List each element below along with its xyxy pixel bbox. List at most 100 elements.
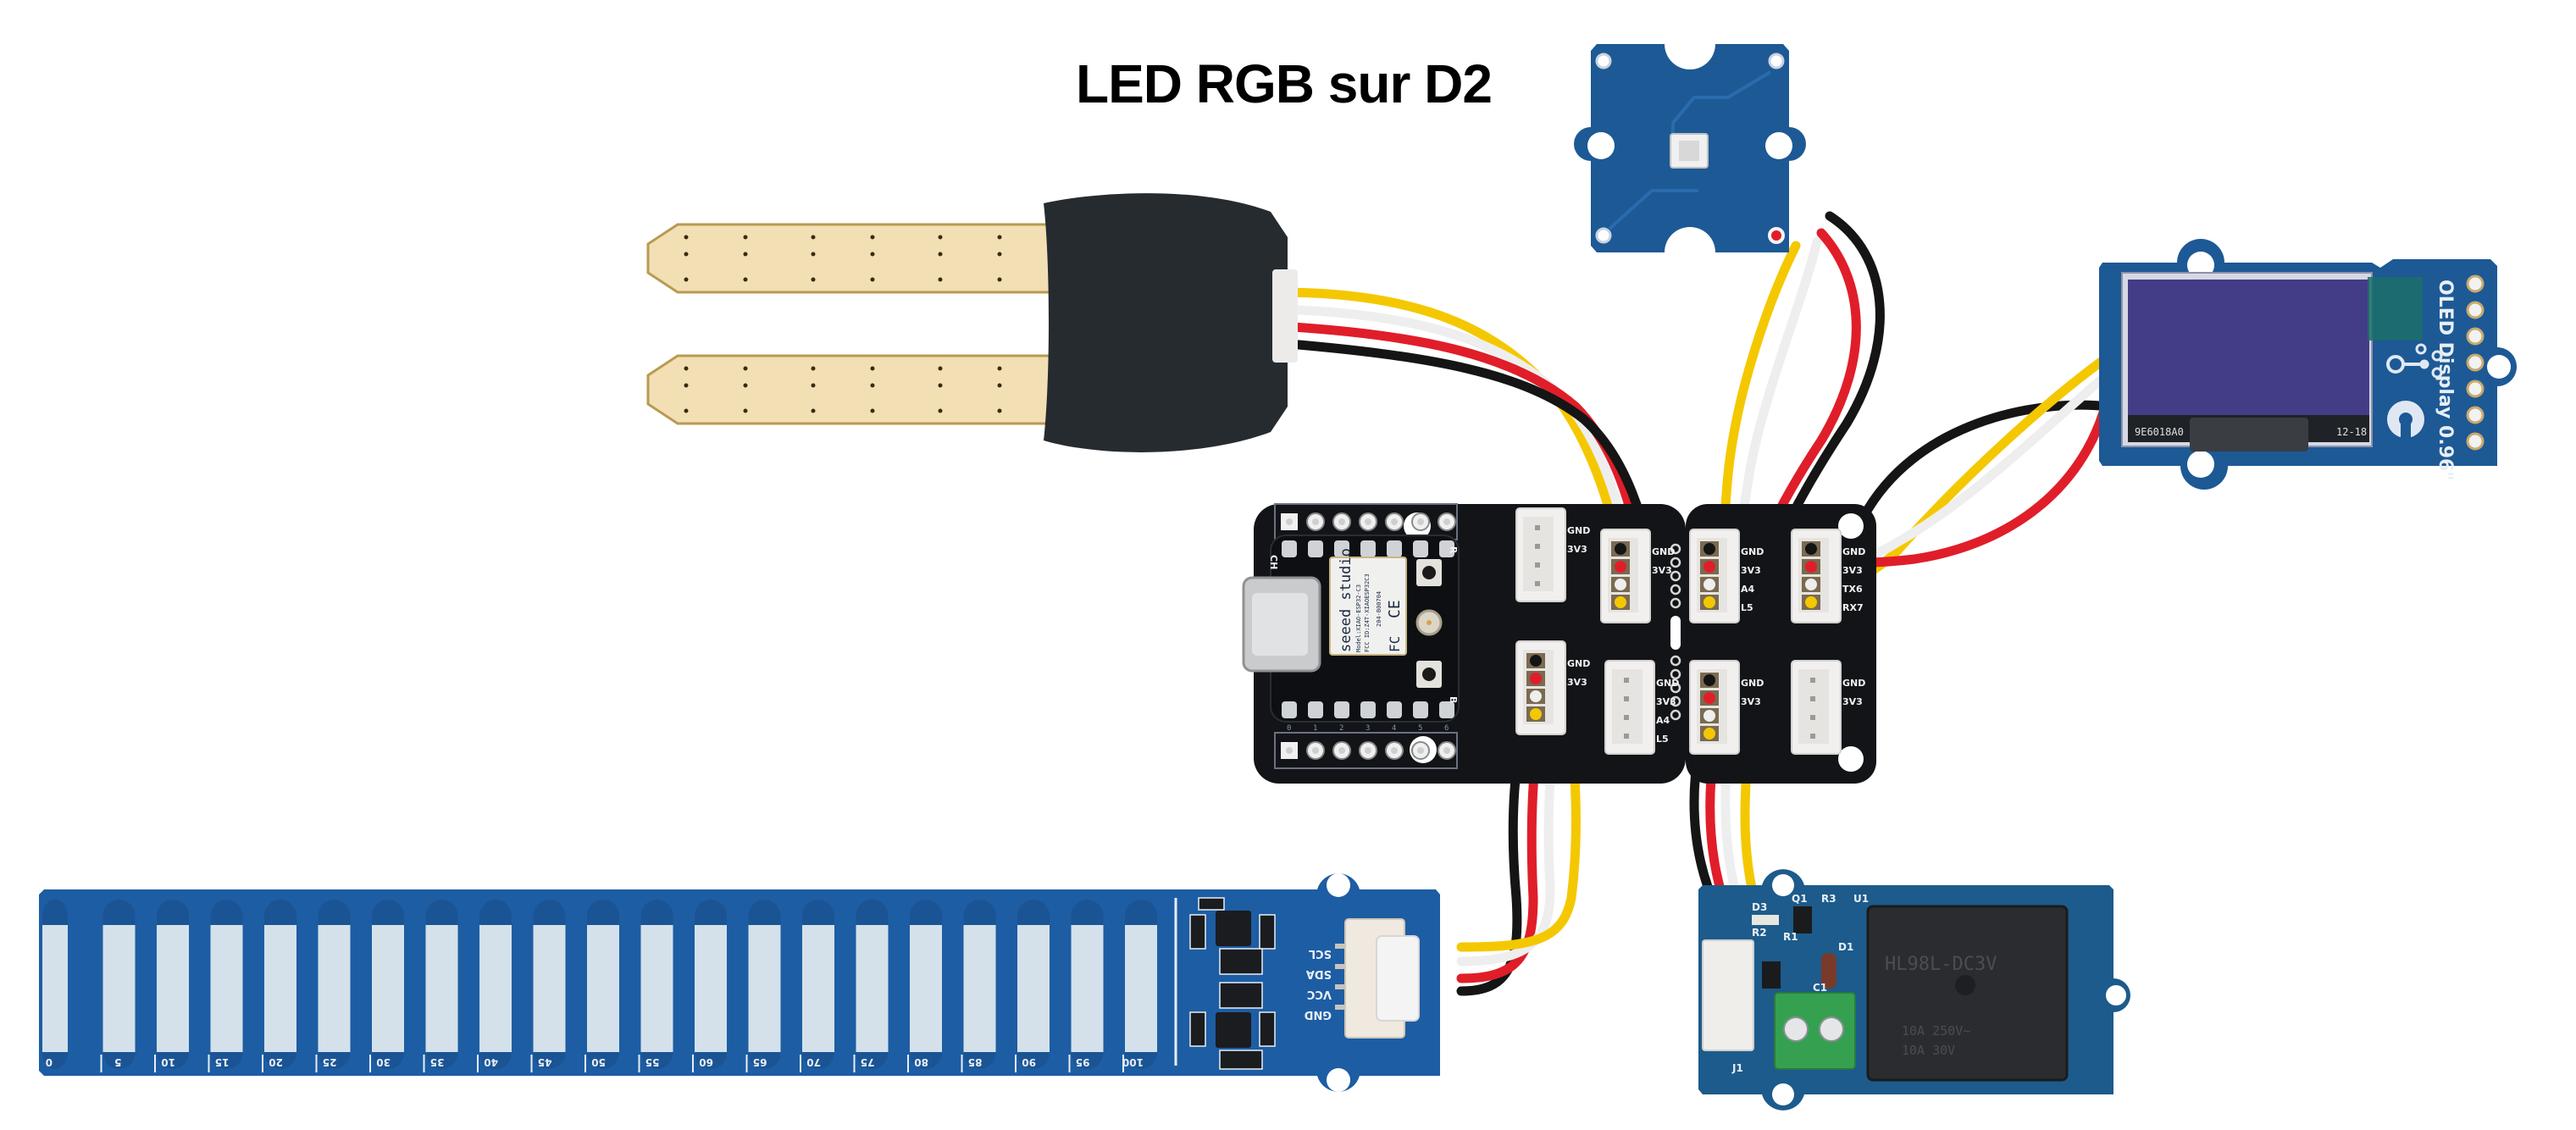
scale-label: 25 xyxy=(323,1056,337,1068)
led-segment xyxy=(318,925,351,1052)
smd-component xyxy=(1189,1011,1206,1047)
mount-hole xyxy=(2187,451,2214,478)
probe-via xyxy=(743,235,748,240)
probe-via xyxy=(997,235,1002,240)
led-segment xyxy=(479,925,512,1052)
grove-plug xyxy=(1376,935,1420,1022)
scale-label: 5 xyxy=(114,1056,121,1068)
xiao-fcc: FCC ID:Z4T-XIAOESP32C3 xyxy=(1364,573,1371,652)
led-segment xyxy=(533,925,566,1052)
mount-hole xyxy=(1772,874,1794,896)
probe-via xyxy=(743,408,748,413)
smd-component xyxy=(1259,914,1276,950)
wire-end xyxy=(1805,543,1817,555)
wire-end xyxy=(1615,596,1626,608)
rgb-led-module xyxy=(1574,44,1806,252)
probe-via xyxy=(811,235,816,240)
terminal-screw xyxy=(1819,1016,1844,1042)
pin-hole xyxy=(1391,518,1398,525)
xiao-castellations-top xyxy=(1282,540,1454,557)
probe-via xyxy=(997,366,1002,371)
header-pin xyxy=(2466,379,2485,398)
pin-hole xyxy=(1365,747,1371,754)
pin-hole xyxy=(1391,747,1398,754)
probe-bottom xyxy=(646,354,1069,425)
led-segment xyxy=(640,925,673,1052)
header-pin xyxy=(2466,274,2485,293)
castellated-pad xyxy=(1282,540,1297,557)
xiao-header-bottom-outline xyxy=(1274,732,1458,769)
led-segment xyxy=(42,925,68,1052)
castellated-pad xyxy=(1413,701,1428,718)
probe-via xyxy=(684,252,689,257)
header-pin xyxy=(1670,543,1681,555)
xiao-cert: 204-B00704 xyxy=(1376,591,1382,627)
scale-label: 50 xyxy=(591,1056,606,1068)
relay-dot xyxy=(1955,975,1975,995)
probe-via xyxy=(811,252,816,257)
ce-mark: CE xyxy=(1386,600,1404,618)
usb-c-inner xyxy=(1252,593,1308,656)
scale-label: 35 xyxy=(430,1056,445,1068)
probe-via xyxy=(938,277,943,282)
probe-via xyxy=(938,383,943,388)
port-pin xyxy=(1810,696,1815,701)
probe-top xyxy=(646,223,1069,294)
pin-hole xyxy=(1286,747,1293,754)
mount-hole xyxy=(1327,1068,1350,1092)
port-label: GND xyxy=(1567,658,1590,669)
transistor xyxy=(1793,906,1812,933)
port-label: 3V3 xyxy=(1656,696,1676,707)
header-pin xyxy=(1670,682,1681,694)
castellated-pad xyxy=(1387,701,1402,718)
scale-label: 65 xyxy=(753,1056,767,1068)
component-ref: R3 xyxy=(1821,893,1836,905)
corner-hole xyxy=(1595,53,1612,69)
port-label: GND xyxy=(1567,525,1590,536)
castellated-pad xyxy=(1360,540,1376,557)
probe-via xyxy=(684,277,689,282)
probe-via xyxy=(743,383,748,388)
sensor-connector xyxy=(1272,269,1298,363)
wire-end xyxy=(1703,596,1715,608)
pin-hole xyxy=(1417,747,1424,754)
led-segment xyxy=(210,925,243,1052)
led-segment xyxy=(372,925,404,1052)
smd-component xyxy=(1189,914,1206,950)
scale-label: 90 xyxy=(1022,1056,1036,1068)
port-label: A4 xyxy=(1741,584,1755,595)
probe-via xyxy=(684,408,689,413)
oled-header-pins xyxy=(2466,274,2485,451)
mount-hole xyxy=(1838,746,1864,772)
header-pin xyxy=(1670,695,1681,707)
oled-panel-date: 12-18 xyxy=(2336,426,2367,438)
probe-via xyxy=(684,235,689,240)
smd-component xyxy=(1219,1050,1263,1070)
led-segment xyxy=(856,925,889,1052)
wire-end xyxy=(1530,690,1542,702)
component-ref: J1 xyxy=(1731,1062,1743,1074)
mount-hole xyxy=(2106,985,2126,1005)
header-pin xyxy=(1670,557,1681,568)
grove-logo-icon xyxy=(2386,343,2443,379)
xiao-castellations-bottom xyxy=(1282,701,1454,718)
port-label: 3V3 xyxy=(1652,565,1672,576)
reset-button-cap xyxy=(1422,566,1436,579)
port-pin xyxy=(1535,525,1540,530)
relay-rating-dc: 10A 30V xyxy=(1902,1043,1955,1058)
wire-end xyxy=(1805,596,1817,608)
scale-label: 10 xyxy=(161,1056,175,1068)
corner-hole xyxy=(1595,227,1612,244)
relay-grove-connector xyxy=(1702,939,1754,1051)
pin-hole xyxy=(1443,518,1450,525)
mount-hole xyxy=(1587,132,1615,159)
probe-via xyxy=(938,235,943,240)
wire-end xyxy=(1530,673,1542,684)
center-header-pins xyxy=(1670,543,1681,721)
scale-label: 15 xyxy=(215,1056,230,1068)
pin-label: SDA xyxy=(1306,967,1332,980)
